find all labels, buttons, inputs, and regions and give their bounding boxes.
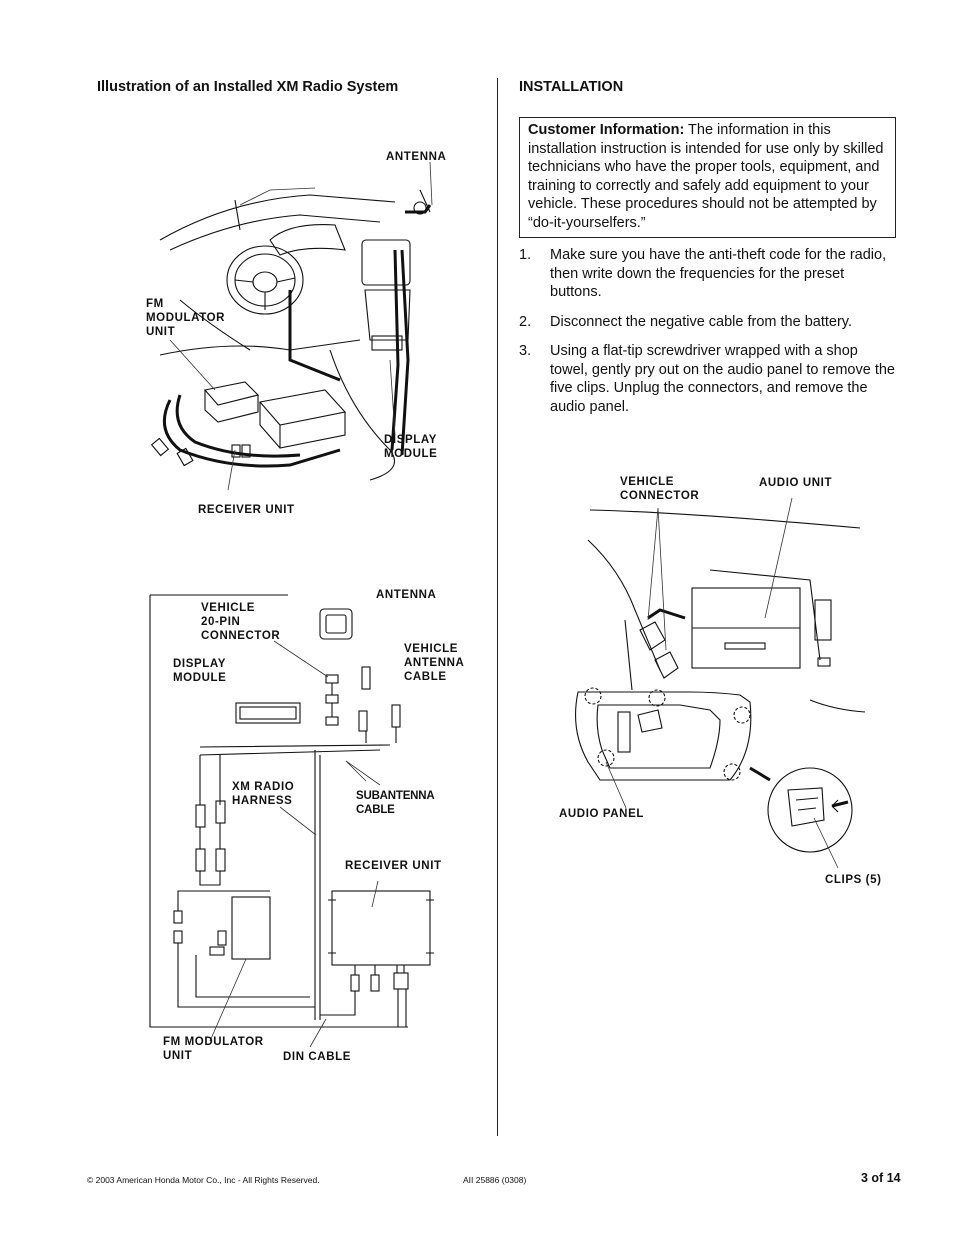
fig1-label-display-module: DISPLAY MODULE [384,434,438,460]
fig2-label-fm-modulator: FM MODULATOR UNIT [163,1036,264,1062]
step-number: 1. [519,247,532,263]
fig2-label-display-module: DISPLAY MODULE [173,658,227,684]
installation-heading: INSTALLATION [519,79,624,95]
info-text: The information in this installation ins… [528,122,884,231]
step-text: Make sure you have the anti-theft code f… [550,247,887,300]
installation-steps: 1. Make sure you have the anti-theft code… [519,246,899,427]
fig3-label-audio-unit: AUDIO UNIT [759,477,833,489]
step-item: 2. Disconnect the negative cable from the… [519,313,899,332]
step-number: 3. [519,343,532,359]
fig2-label-antenna: ANTENNA [376,589,437,601]
step-item: 1. Make sure you have the anti-theft code… [519,246,899,302]
fig2-label-vehicle-antenna-cable: VEHICLE ANTENNA CABLE [404,643,465,683]
fig2-label-subantenna-cable: SUBANTENNA CABLE [356,790,435,816]
fig2-label-receiver-unit: RECEIVER UNIT [345,860,442,872]
info-title: Customer Information: [528,122,685,138]
page-number: 3 of 14 [861,1171,901,1185]
fig1-label-receiver-unit: RECEIVER UNIT [198,504,295,516]
left-heading: Illustration of an Installed XM Radio Sy… [97,79,399,95]
customer-information-box: Customer Information: The information in… [519,117,896,238]
footer-copyright: © 2003 American Honda Motor Co., Inc - A… [87,1175,320,1185]
wiring-schematic [149,594,434,1048]
step-text: Disconnect the negative cable from the b… [550,313,852,330]
footer-doc-code: AII 25886 (0308) [463,1175,527,1185]
audio-panel-illustration [575,497,866,869]
fig1-label-fm-modulator: FM MODULATOR UNIT [146,298,226,338]
step-text: Using a flat-tip screwdriver wrapped wit… [550,343,895,415]
step-number: 2. [519,313,532,330]
step-item: 3. Using a flat-tip screwdriver wrapped w… [519,342,899,416]
fig3-label-clips: CLIPS (5) [825,874,882,886]
fig1-label-antenna: ANTENNA [386,151,447,163]
fig2-label-xm-harness: XM RADIO HARNESS [232,781,295,807]
installed-system-illustration [150,161,433,491]
fig2-label-vehicle-connector: VEHICLE 20-PIN CONNECTOR [201,602,281,642]
fig2-label-din-cable: DIN CABLE [283,1051,352,1063]
column-divider [497,78,498,1136]
fig3-label-audio-panel: AUDIO PANEL [559,808,644,820]
fig3-label-vehicle-connector: VEHICLE CONNECTOR [620,476,700,502]
